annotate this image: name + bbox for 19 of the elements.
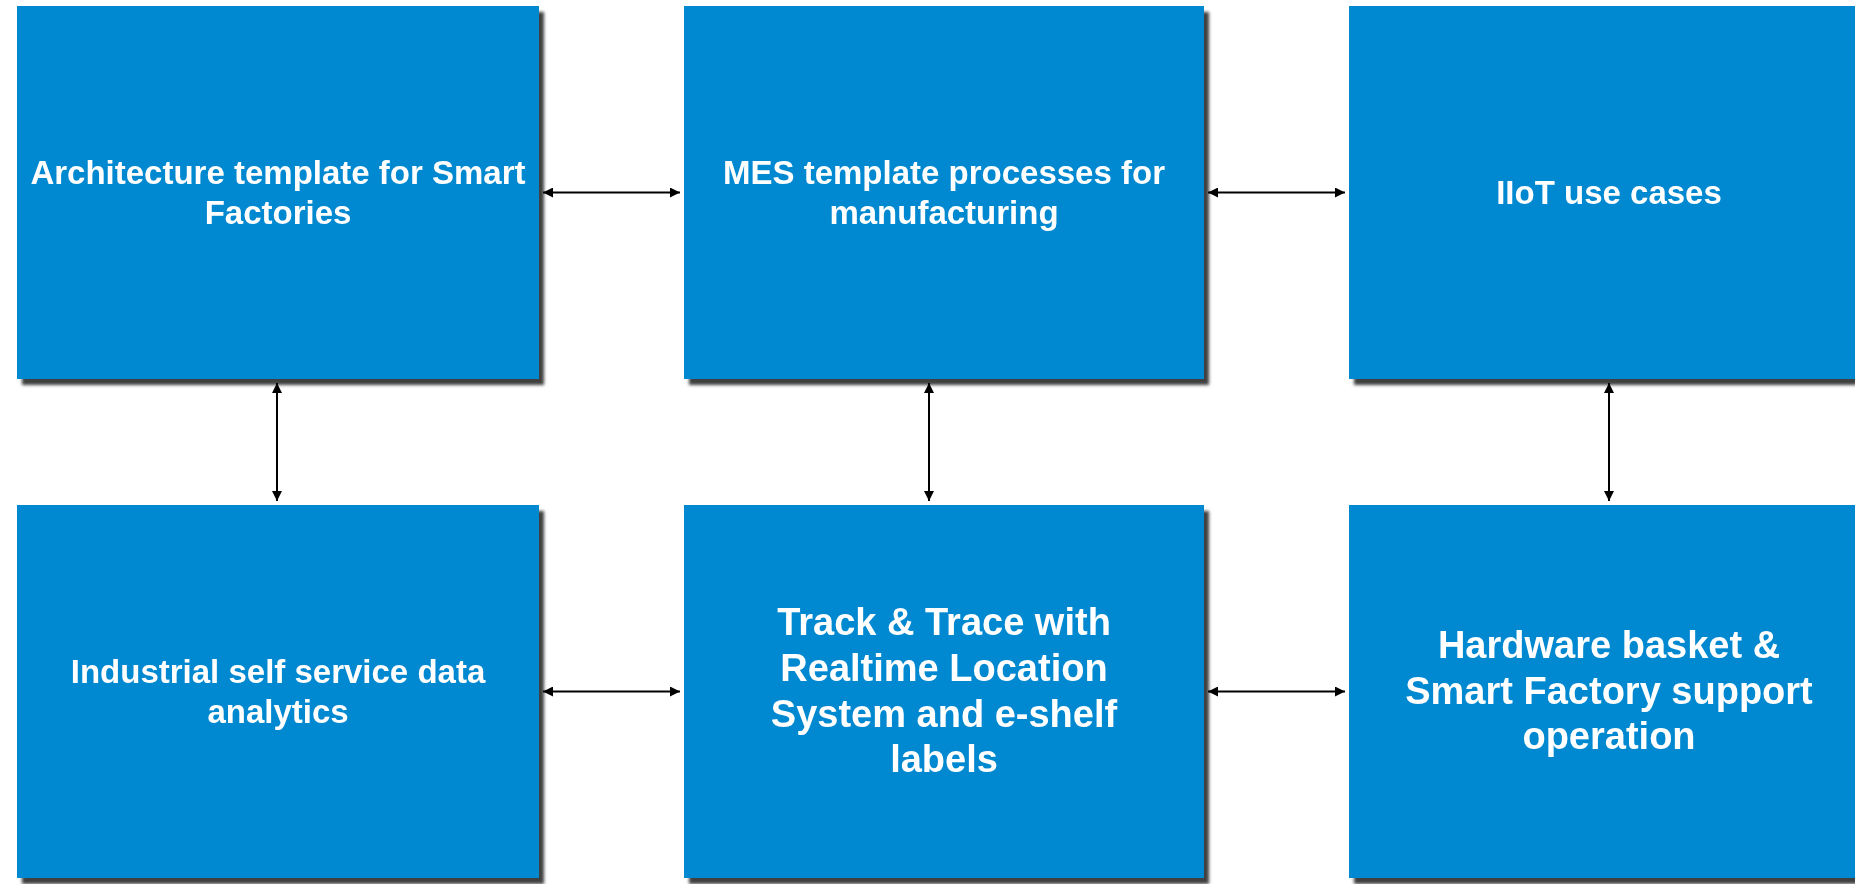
box-label: Hardware basket & Smart Factory support operation — [1404, 623, 1814, 760]
box-label: Track & Trace with Realtime Location System and e-shelf labels — [769, 600, 1119, 783]
process-box — [1349, 505, 1855, 878]
box-label: MES template processes for manufacturing — [722, 152, 1166, 233]
double-arrow — [1604, 382, 1614, 502]
double-arrow — [924, 382, 934, 502]
box-label: IIoT use cases — [1496, 172, 1722, 213]
box-label: Industrial self service data analytics — [69, 651, 487, 732]
double-arrow — [1207, 686, 1346, 697]
double-arrow — [542, 686, 681, 697]
double-arrow — [542, 187, 681, 198]
double-arrow — [1207, 187, 1346, 198]
box-label: Architecture template for Smart Factories — [29, 152, 527, 233]
process-box — [684, 6, 1204, 379]
double-arrow — [272, 382, 282, 502]
process-box — [1349, 6, 1855, 379]
process-box — [17, 6, 539, 379]
process-box — [684, 505, 1204, 878]
process-box — [17, 505, 539, 878]
